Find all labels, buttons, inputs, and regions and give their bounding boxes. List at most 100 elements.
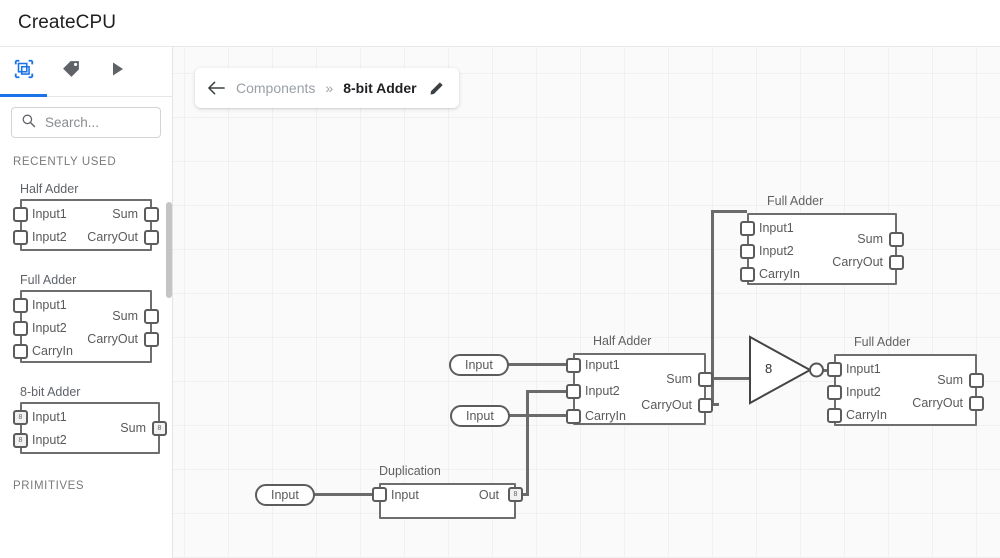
breadcrumb: Components » 8-bit Adder bbox=[195, 68, 459, 108]
palette-item-half-adder[interactable]: Half Adder Input1 Input2 Sum CarryOut bbox=[13, 182, 172, 251]
pin-label-input2: Input2 bbox=[32, 321, 67, 335]
node-title: Half Adder bbox=[593, 334, 652, 348]
port-input[interactable] bbox=[372, 487, 387, 502]
search-icon bbox=[21, 113, 36, 133]
tag-icon bbox=[61, 59, 81, 84]
component-body[interactable]: Input1 Input2 CarryIn Sum CarryOut bbox=[827, 354, 984, 426]
input-pill-2[interactable]: Input bbox=[450, 405, 510, 427]
pin-label-input2: Input2 bbox=[32, 433, 67, 447]
port-input2[interactable] bbox=[740, 244, 755, 259]
search-container bbox=[0, 97, 172, 138]
palette-item-full-adder[interactable]: Full Adder Input1 Input2 CarryIn Sum Car… bbox=[13, 273, 172, 363]
component-body[interactable]: Input1 Input2 CarryIn Sum CarryOut bbox=[740, 213, 904, 285]
node-full-adder-right[interactable]: Full Adder Input1 Input2 CarryIn Sum Car… bbox=[827, 335, 984, 426]
pin-label-input1: Input1 bbox=[32, 410, 67, 424]
chip-icon bbox=[13, 58, 35, 85]
component-body[interactable]: Input1 Input2 CarryIn Sum CarryOut bbox=[566, 353, 713, 425]
port-input1[interactable]: 8 bbox=[13, 410, 28, 425]
page-title: CreateCPU bbox=[18, 12, 117, 33]
port-input1[interactable] bbox=[13, 298, 28, 313]
port-carryin[interactable] bbox=[13, 344, 28, 359]
port-sum[interactable]: 8 bbox=[152, 421, 167, 436]
port-carryin[interactable] bbox=[740, 267, 755, 282]
node-half-adder-mid[interactable]: Half Adder Input1 Input2 CarryIn Sum Car… bbox=[566, 334, 713, 425]
breadcrumb-current: 8-bit Adder bbox=[343, 80, 417, 96]
port-carryout[interactable] bbox=[969, 396, 984, 411]
pin-label-input1: Input1 bbox=[32, 207, 67, 221]
pin-label-carryin: CarryIn bbox=[846, 408, 887, 422]
port-input1[interactable] bbox=[13, 207, 28, 222]
pin-label-carryin: CarryIn bbox=[585, 409, 626, 423]
pin-label-input1: Input1 bbox=[585, 358, 620, 372]
pin-label-input2: Input2 bbox=[846, 385, 881, 399]
port-input2[interactable]: 8 bbox=[13, 433, 28, 448]
pin-label-input2: Input2 bbox=[585, 384, 620, 398]
port-sum[interactable] bbox=[969, 373, 984, 388]
input-pill-3[interactable]: Input bbox=[255, 484, 315, 506]
component-body[interactable]: 8 Input1 8 Input2 8 Sum bbox=[13, 402, 167, 454]
wire-notgate-to-input1 bbox=[818, 369, 834, 372]
port-carryout[interactable] bbox=[144, 230, 159, 245]
sidebar-scrollbar[interactable] bbox=[166, 202, 172, 298]
search-input[interactable] bbox=[45, 115, 151, 130]
port-carryout[interactable] bbox=[144, 332, 159, 347]
arrow-left-icon[interactable] bbox=[207, 80, 226, 96]
pin-label-input1: Input1 bbox=[846, 362, 881, 376]
node-duplication[interactable]: Duplication Input 8 Out bbox=[372, 464, 523, 519]
tab-components[interactable] bbox=[0, 47, 47, 97]
pin-label-sum: Sum bbox=[666, 372, 692, 386]
play-icon bbox=[110, 61, 126, 82]
wire-dup-out-v bbox=[526, 390, 529, 496]
pin-label-carryin: CarryIn bbox=[759, 267, 800, 281]
port-input1[interactable] bbox=[827, 362, 842, 377]
port-input1[interactable] bbox=[740, 221, 755, 236]
pencil-icon[interactable] bbox=[429, 81, 444, 96]
breadcrumb-separator: » bbox=[325, 80, 334, 96]
port-carryout[interactable] bbox=[698, 398, 713, 413]
node-full-adder-top[interactable]: Full Adder Input1 Input2 CarryIn Sum Car… bbox=[740, 194, 904, 285]
pin-label-input: Input bbox=[391, 488, 419, 502]
input-pill-1[interactable]: Input bbox=[449, 354, 509, 376]
port-input2[interactable] bbox=[827, 385, 842, 400]
port-sum[interactable] bbox=[144, 309, 159, 324]
pin-label-sum: Sum bbox=[857, 232, 883, 246]
canvas[interactable]: Components » 8-bit Adder bbox=[173, 47, 1000, 558]
pin-label-carryout: CarryOut bbox=[87, 230, 138, 244]
port-input1[interactable] bbox=[566, 358, 581, 373]
port-sum[interactable] bbox=[889, 232, 904, 247]
palette-item-title: 8-bit Adder bbox=[20, 385, 81, 399]
pin-label-carryout: CarryOut bbox=[832, 255, 883, 269]
port-carryin[interactable] bbox=[566, 409, 581, 424]
wire-pill3-to-duplication bbox=[311, 493, 379, 496]
port-input2[interactable] bbox=[566, 384, 581, 399]
wire-trunk-vertical bbox=[711, 210, 714, 406]
pin-label-carryout: CarryOut bbox=[912, 396, 963, 410]
port-carryout[interactable] bbox=[889, 255, 904, 270]
section-recently-used: RECENTLY USED bbox=[13, 156, 117, 168]
tab-run[interactable] bbox=[94, 47, 141, 96]
pin-label-carryout: CarryOut bbox=[641, 398, 692, 412]
palette-item-title: Full Adder bbox=[20, 273, 77, 287]
pin-label-carryin: CarryIn bbox=[32, 344, 73, 358]
component-body[interactable]: Input1 Input2 CarryIn Sum CarryOut bbox=[13, 290, 159, 363]
component-body[interactable]: Input1 Input2 Sum CarryOut bbox=[13, 199, 159, 251]
palette-item-title: Half Adder bbox=[20, 182, 79, 196]
port-input2[interactable] bbox=[13, 321, 28, 336]
port-sum[interactable] bbox=[144, 207, 159, 222]
breadcrumb-parent[interactable]: Components bbox=[236, 80, 316, 96]
sidebar: RECENTLY USED Half Adder Input1 Input2 S… bbox=[0, 47, 173, 558]
port-out[interactable]: 8 bbox=[508, 487, 523, 502]
title-bar: CreateCPU bbox=[0, 0, 1000, 47]
pin-label-input2: Input2 bbox=[759, 244, 794, 258]
component-body[interactable]: Input 8 Out bbox=[372, 483, 523, 519]
tab-tags[interactable] bbox=[47, 47, 94, 96]
wire-sum-to-notgate bbox=[697, 377, 751, 380]
palette-item-8bit-adder[interactable]: 8-bit Adder 8 Input1 8 Input2 8 Sum bbox=[13, 385, 172, 454]
port-input2[interactable] bbox=[13, 230, 28, 245]
not-gate-label: 8 bbox=[765, 361, 773, 376]
port-sum[interactable] bbox=[698, 372, 713, 387]
not-gate[interactable]: 8 bbox=[748, 335, 838, 410]
node-title: Duplication bbox=[379, 464, 441, 478]
search-box[interactable] bbox=[11, 107, 161, 138]
port-carryin[interactable] bbox=[827, 408, 842, 423]
